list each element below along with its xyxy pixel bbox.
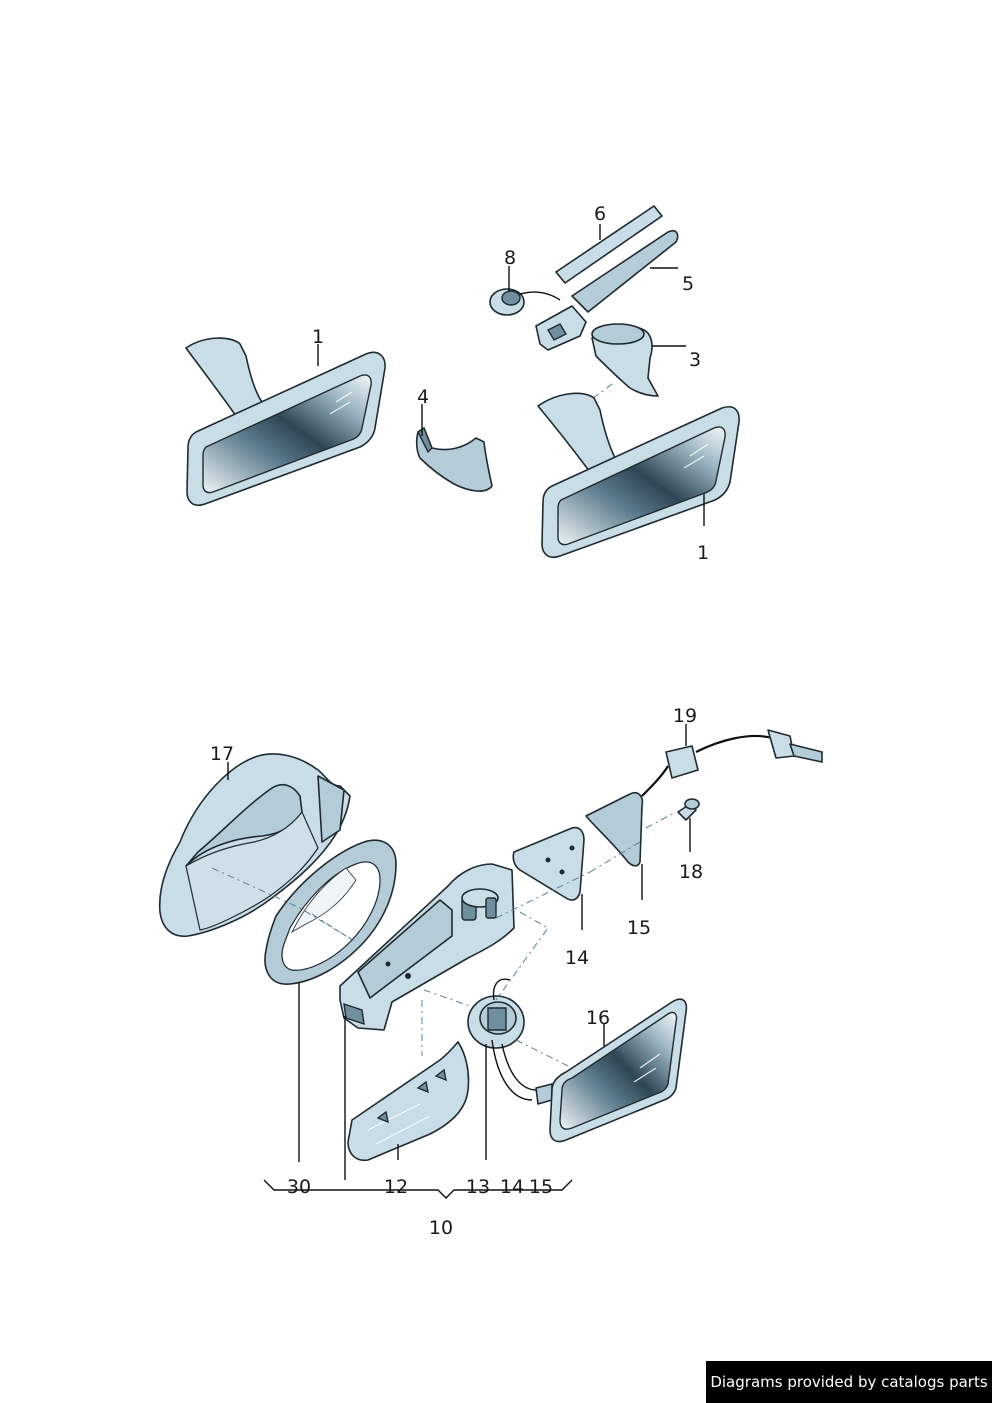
- screw-part-18: [677, 798, 700, 821]
- callout-14: 14: [565, 947, 589, 969]
- credit-banner: Diagrams provided by catalogs parts: [706, 1361, 992, 1403]
- trim-cover-part-15: [585, 791, 644, 867]
- mirror-cover-part-4: [415, 426, 493, 492]
- mirror-base-part-12: [339, 863, 515, 1031]
- mirror-mount-cover-part-3: [591, 323, 659, 397]
- bracket-label-13: 13: [466, 1176, 490, 1198]
- assembly-guide-lines: [211, 811, 677, 1067]
- top-leader-lines: [317, 224, 705, 526]
- glass-holder-part-30: [264, 839, 397, 985]
- cable-harness-part-19: [641, 729, 823, 797]
- callout-15: 15: [627, 917, 651, 939]
- callout-6: 6: [594, 203, 606, 225]
- bracket-label-30: 30: [287, 1176, 311, 1198]
- bottom-leader-lines: [227, 724, 691, 1199]
- mirror-glass-part-16: [549, 998, 688, 1143]
- trim-strip-part-6: [555, 205, 663, 284]
- cover-plate-part-14: [512, 826, 585, 901]
- callout-19: 19: [673, 705, 697, 727]
- callout-3: 3: [689, 349, 701, 371]
- sensor-part-8: [489, 288, 561, 316]
- rear-view-mirror-left: [185, 337, 386, 507]
- mirror-housing-part-17: [158, 753, 351, 937]
- rear-view-mirror-right: [537, 392, 740, 559]
- base-cover-part-12b: [347, 1041, 470, 1162]
- bracket-label-12: 12: [384, 1176, 408, 1198]
- adjustment-motor-part-13: [467, 978, 553, 1105]
- callout-16: 16: [586, 1007, 610, 1029]
- callout-17: 17: [210, 743, 234, 765]
- callout-8: 8: [504, 247, 516, 269]
- callout-1-right: 1: [697, 542, 709, 564]
- callout-5: 5: [682, 273, 694, 295]
- bracket-label-15: 15: [529, 1176, 553, 1198]
- callout-1-left: 1: [312, 326, 324, 348]
- assembly-label-10: 10: [429, 1217, 453, 1239]
- bracket-label-14: 14: [500, 1176, 524, 1198]
- callout-4: 4: [417, 386, 429, 408]
- cable-channel-part-5: [535, 229, 679, 351]
- guide-line-3-1: [587, 383, 613, 403]
- callout-18: 18: [679, 861, 703, 883]
